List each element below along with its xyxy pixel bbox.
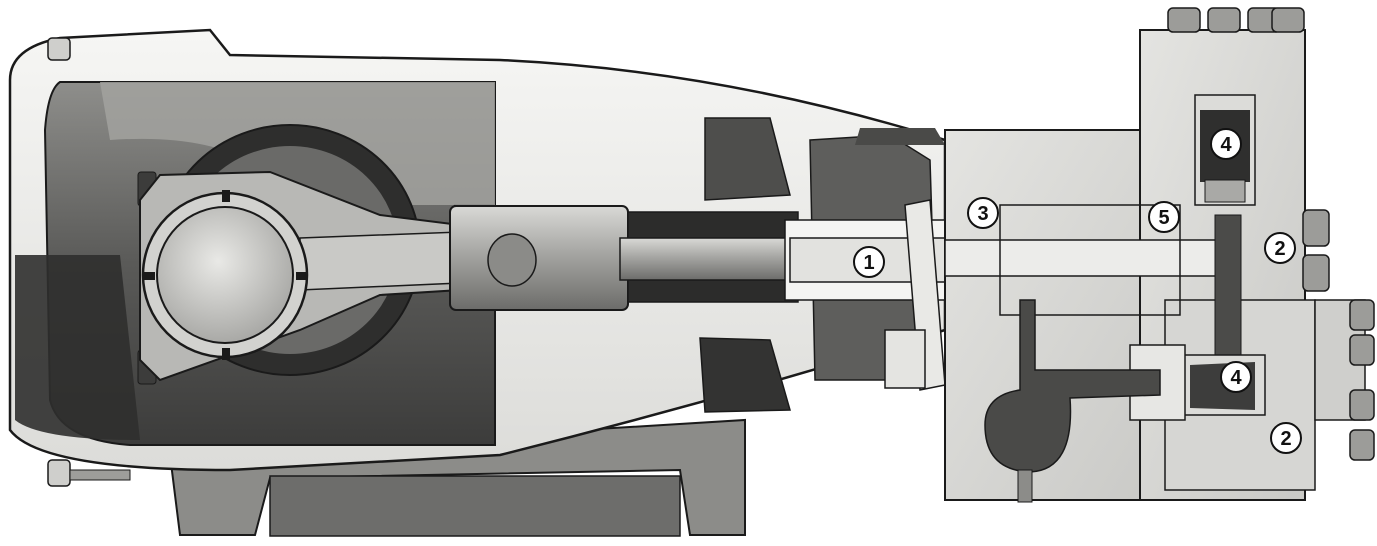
svg-text:2: 2 [1274,238,1285,260]
callout-1: 1 [853,246,885,278]
svg-text:4: 4 [1230,367,1242,389]
manifold-fittings [1167,7,1375,461]
crank-journal [141,190,309,360]
crosshead [449,205,801,311]
callout-2-upper: 2 [1264,232,1296,264]
svg-text:2: 2 [1280,428,1291,450]
svg-text:5: 5 [1158,207,1169,229]
callout-2-lower: 2 [1270,422,1302,454]
svg-text:4: 4 [1220,134,1232,156]
callouts: 1 2 2 3 4 4 5 [853,128,1302,454]
callout-4-lower: 4 [1220,361,1252,393]
manifold-block [944,29,1316,503]
callout-5: 5 [1148,201,1180,233]
callout-3: 3 [967,197,999,229]
callout-4-upper: 4 [1210,128,1242,160]
svg-text:3: 3 [977,203,988,225]
svg-text:1: 1 [863,252,874,274]
